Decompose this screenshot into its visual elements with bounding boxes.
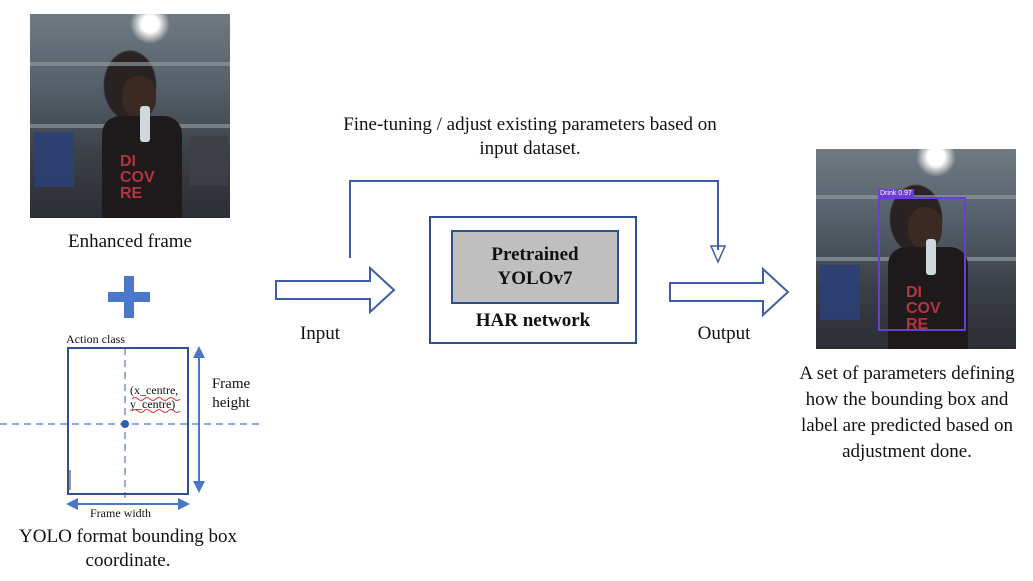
bbox-diagram — [0, 346, 262, 510]
output-label: Output — [697, 323, 751, 344]
bounding-box-rect — [67, 347, 189, 495]
plus-icon — [108, 276, 150, 318]
har-network-label: HAR network — [475, 310, 591, 331]
input-arrow — [275, 265, 396, 315]
output-caption: A set of parameters defining how the bou… — [799, 363, 1015, 462]
feedback-arrow — [349, 180, 719, 258]
centre-point — [121, 420, 129, 428]
pretrained-yolo-box: Pretrained YOLOv7 — [451, 230, 619, 304]
input-label: Input — [299, 323, 341, 344]
har-network-box: Pretrained YOLOv7 HAR network — [429, 216, 637, 344]
bbox-caption: YOLO format bounding box coordinate. — [19, 526, 237, 571]
frame-width-label: Frame width — [90, 506, 151, 520]
output-arrow — [669, 266, 790, 318]
enhanced-frame-caption: Enhanced frame — [68, 231, 192, 252]
action-class-label: Action class — [66, 332, 125, 346]
detection-box — [878, 197, 966, 331]
detection-tag: Drink 0.97 — [878, 189, 914, 198]
finetune-note: Fine-tuning / adjust existing parameters… — [343, 114, 717, 159]
frame-height-label: Frame height — [211, 376, 251, 411]
centre-coordinate-label: (x_centre, y_centre) — [130, 383, 179, 411]
pretrained-yolo-label: Pretrained YOLOv7 — [491, 244, 579, 289]
